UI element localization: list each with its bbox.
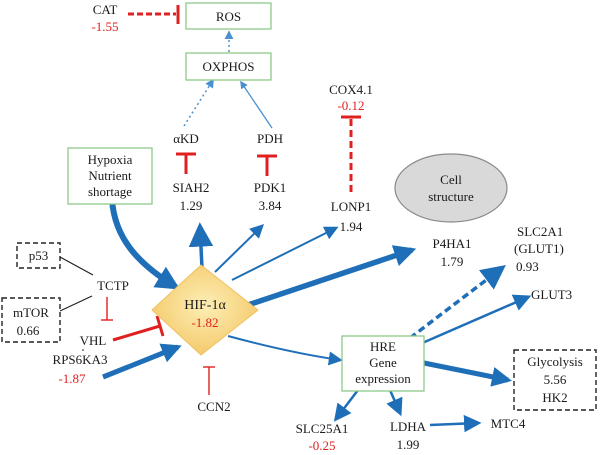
tctp-label: TCTP: [97, 278, 129, 293]
mtor-tctp-link: [59, 295, 93, 312]
glycolysis-value: 5.56: [544, 372, 567, 387]
pdh-oxphos-link: [240, 80, 273, 129]
lonp1-value: 1.94: [340, 219, 363, 234]
hif1a-label: HIF-1α: [184, 298, 226, 313]
ldha-value: 1.99: [397, 437, 420, 452]
p53-label: p53: [29, 248, 49, 263]
hre-glut3-arrow: [419, 294, 532, 346]
p4ha1-label: P4HA1: [432, 236, 471, 251]
cell-structure-line-2: structure: [428, 189, 474, 204]
oxphos-box: [185, 52, 272, 81]
hif-p4ha1-arrow: [244, 245, 417, 309]
glut3-label: GLUT3: [531, 287, 572, 302]
cell-structure-node: [394, 153, 508, 223]
hif-pdk1-arrow: [214, 224, 265, 273]
pdk1-value: 3.84: [259, 198, 282, 213]
ldha-label: LDHA: [390, 419, 427, 434]
glycolysis-label: Glycolysis: [527, 354, 583, 369]
cat-value: -1.55: [91, 19, 118, 34]
hypoxia-hif-arrow: [109, 199, 181, 290]
vhl-hif-inhibition: [112, 324, 161, 342]
ros-label: ROS: [216, 9, 241, 24]
lonp1-label: LONP1: [331, 199, 371, 214]
rps6ka3-hif-arrow: [102, 343, 182, 380]
p53-tctp-link: [59, 256, 94, 276]
hypoxia-line-3: shortage: [88, 184, 132, 199]
slc2a1-alias: (GLUT1): [514, 241, 564, 256]
hif-siah2-arrow: [188, 222, 214, 269]
rps6ka3-value: -1.87: [58, 371, 86, 386]
hif-hre-arrow: [227, 335, 343, 366]
ldha-mtc4-arrow: [429, 414, 482, 433]
vhl-label: VHL: [80, 333, 107, 348]
hif1a-value: -1.82: [191, 315, 218, 330]
hypoxia-box: [67, 147, 153, 205]
hre-line-1: HRE: [370, 339, 396, 354]
oxphos-label: OXPHOS: [202, 59, 254, 74]
hre-line-3: expression: [355, 371, 411, 386]
slc25a1-value: -0.25: [308, 438, 335, 453]
mtor-value: 0.66: [17, 323, 40, 338]
hre-slc25a1-arrow: [333, 389, 359, 422]
hypoxia-line-2: Nutrient: [88, 168, 132, 183]
hif-lonp1-arrow: [231, 226, 339, 281]
siah2-label: SIAH2: [173, 180, 210, 195]
hre-slc2a1-arrow: [408, 265, 506, 340]
hre-line-2: Gene: [369, 355, 397, 370]
hif1a-node: [151, 264, 259, 356]
hypoxia-line-1: Hypoxia: [88, 152, 133, 167]
pdh-label: PDH: [257, 131, 283, 146]
hre-box: [341, 335, 425, 392]
mtor-box: [1, 297, 61, 343]
cox41-value: -0.12: [337, 98, 364, 113]
p4ha1-value: 1.79: [441, 254, 464, 269]
slc2a1-value: 0.93: [516, 259, 539, 274]
glycolysis-box: [513, 349, 597, 411]
pdk1-label: PDK1: [254, 180, 287, 195]
slc25a1-label: SLC25A1: [296, 421, 349, 436]
cat-label: CAT: [93, 2, 118, 17]
cell-structure-line-1: Cell: [440, 172, 462, 187]
rps6ka3-label: RPS6KA3: [53, 352, 108, 367]
ros-box: [185, 2, 272, 30]
vhl-hif-bar: [155, 315, 165, 337]
akd-label: αKD: [173, 131, 199, 146]
mtc4-label: MTC4: [491, 416, 526, 431]
akd-oxphos-link: [183, 78, 214, 127]
hre-ldha-arrow: [386, 389, 403, 417]
hre-glycolysis-arrow: [423, 360, 512, 387]
ccn2-label: CCN2: [197, 399, 230, 414]
glycolysis-gene: HK2: [542, 390, 567, 405]
slc2a1-label: SLC2A1: [517, 224, 563, 239]
p53-box: [16, 242, 61, 269]
cox41-label: COX4.1: [329, 82, 373, 97]
siah2-value: 1.29: [180, 198, 203, 213]
mtor-label: mTOR: [13, 305, 49, 320]
